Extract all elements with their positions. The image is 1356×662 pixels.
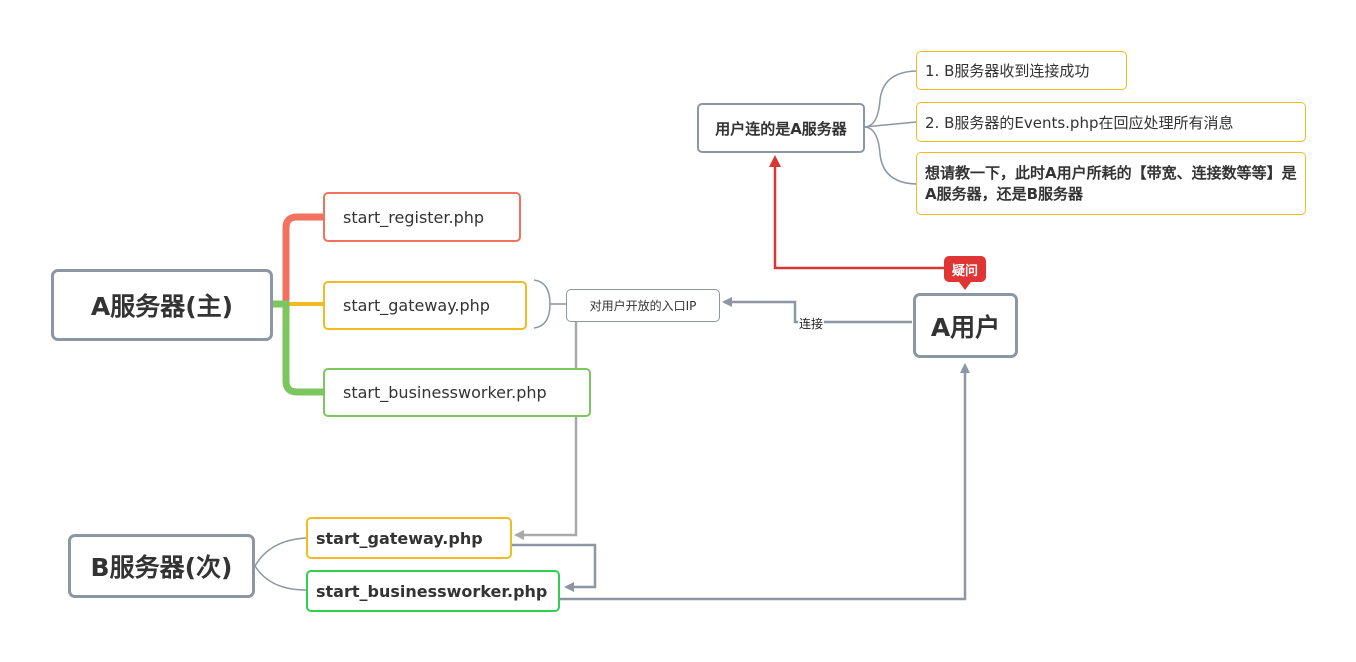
- note-3-label: 想请教一下，此时A用户所耗的【带宽、连接数等等】是A服务器，还是B服务器: [925, 163, 1297, 203]
- note-1[interactable]: 1. B服务器收到连接成功: [916, 51, 1127, 90]
- brace-note-1: [863, 70, 917, 128]
- entry-ip-node[interactable]: 对用户开放的入口IP: [566, 289, 720, 322]
- user-label: A用户: [930, 312, 1001, 342]
- connect-label: 连接: [798, 315, 825, 332]
- branch-register: [272, 213, 323, 308]
- link-b-gateway-worker: [512, 543, 597, 592]
- question-badge-label: 疑问: [951, 263, 978, 279]
- a-register-label: start_register.php: [343, 207, 485, 227]
- server-a-node[interactable]: A服务器(主): [51, 269, 273, 341]
- b-gateway-label: start_gateway.php: [316, 528, 483, 548]
- question-root-label: 用户连的是A服务器: [715, 119, 847, 138]
- question-badge[interactable]: 疑问: [944, 256, 986, 290]
- link-user-to-entry: [722, 297, 912, 324]
- link-entry-to-b-gateway: [514, 322, 578, 540]
- brace-note-2: [863, 121, 917, 128]
- a-gateway-label: start_gateway.php: [343, 296, 490, 315]
- note-1-label: 1. B服务器收到连接成功: [925, 62, 1090, 80]
- brace-b-worker: [254, 565, 307, 591]
- server-b-title: B服务器(次): [90, 553, 233, 582]
- a-worker-node[interactable]: start_businessworker.php: [323, 368, 591, 417]
- b-worker-label: start_businessworker.php: [316, 581, 548, 601]
- question-root-node[interactable]: 用户连的是A服务器: [697, 103, 865, 153]
- server-a-title: A服务器(主): [90, 292, 234, 321]
- a-register-node[interactable]: start_register.php: [323, 192, 521, 242]
- b-gateway-node[interactable]: start_gateway.php: [306, 517, 512, 559]
- user-node[interactable]: A用户: [913, 293, 1018, 358]
- b-worker-node[interactable]: start_businessworker.php: [306, 570, 560, 612]
- server-b-node[interactable]: B服务器(次): [68, 534, 255, 598]
- a-worker-label: start_businessworker.php: [343, 383, 547, 402]
- brace-gateway-entry: [533, 279, 551, 329]
- brace-note-3: [863, 126, 917, 185]
- a-gateway-node[interactable]: start_gateway.php: [323, 281, 527, 330]
- branch-worker-a: [272, 300, 323, 396]
- note-2[interactable]: 2. B服务器的Events.php在回应处理所有消息: [916, 102, 1306, 142]
- note-3[interactable]: 想请教一下，此时A用户所耗的【带宽、连接数等等】是A服务器，还是B服务器: [916, 152, 1306, 215]
- link-question: [769, 155, 944, 270]
- brace-b-gateway: [254, 537, 307, 567]
- link-b-worker-to-user: [560, 363, 970, 601]
- entry-ip-label: 对用户开放的入口IP: [589, 299, 697, 313]
- note-2-label: 2. B服务器的Events.php在回应处理所有消息: [925, 113, 1234, 132]
